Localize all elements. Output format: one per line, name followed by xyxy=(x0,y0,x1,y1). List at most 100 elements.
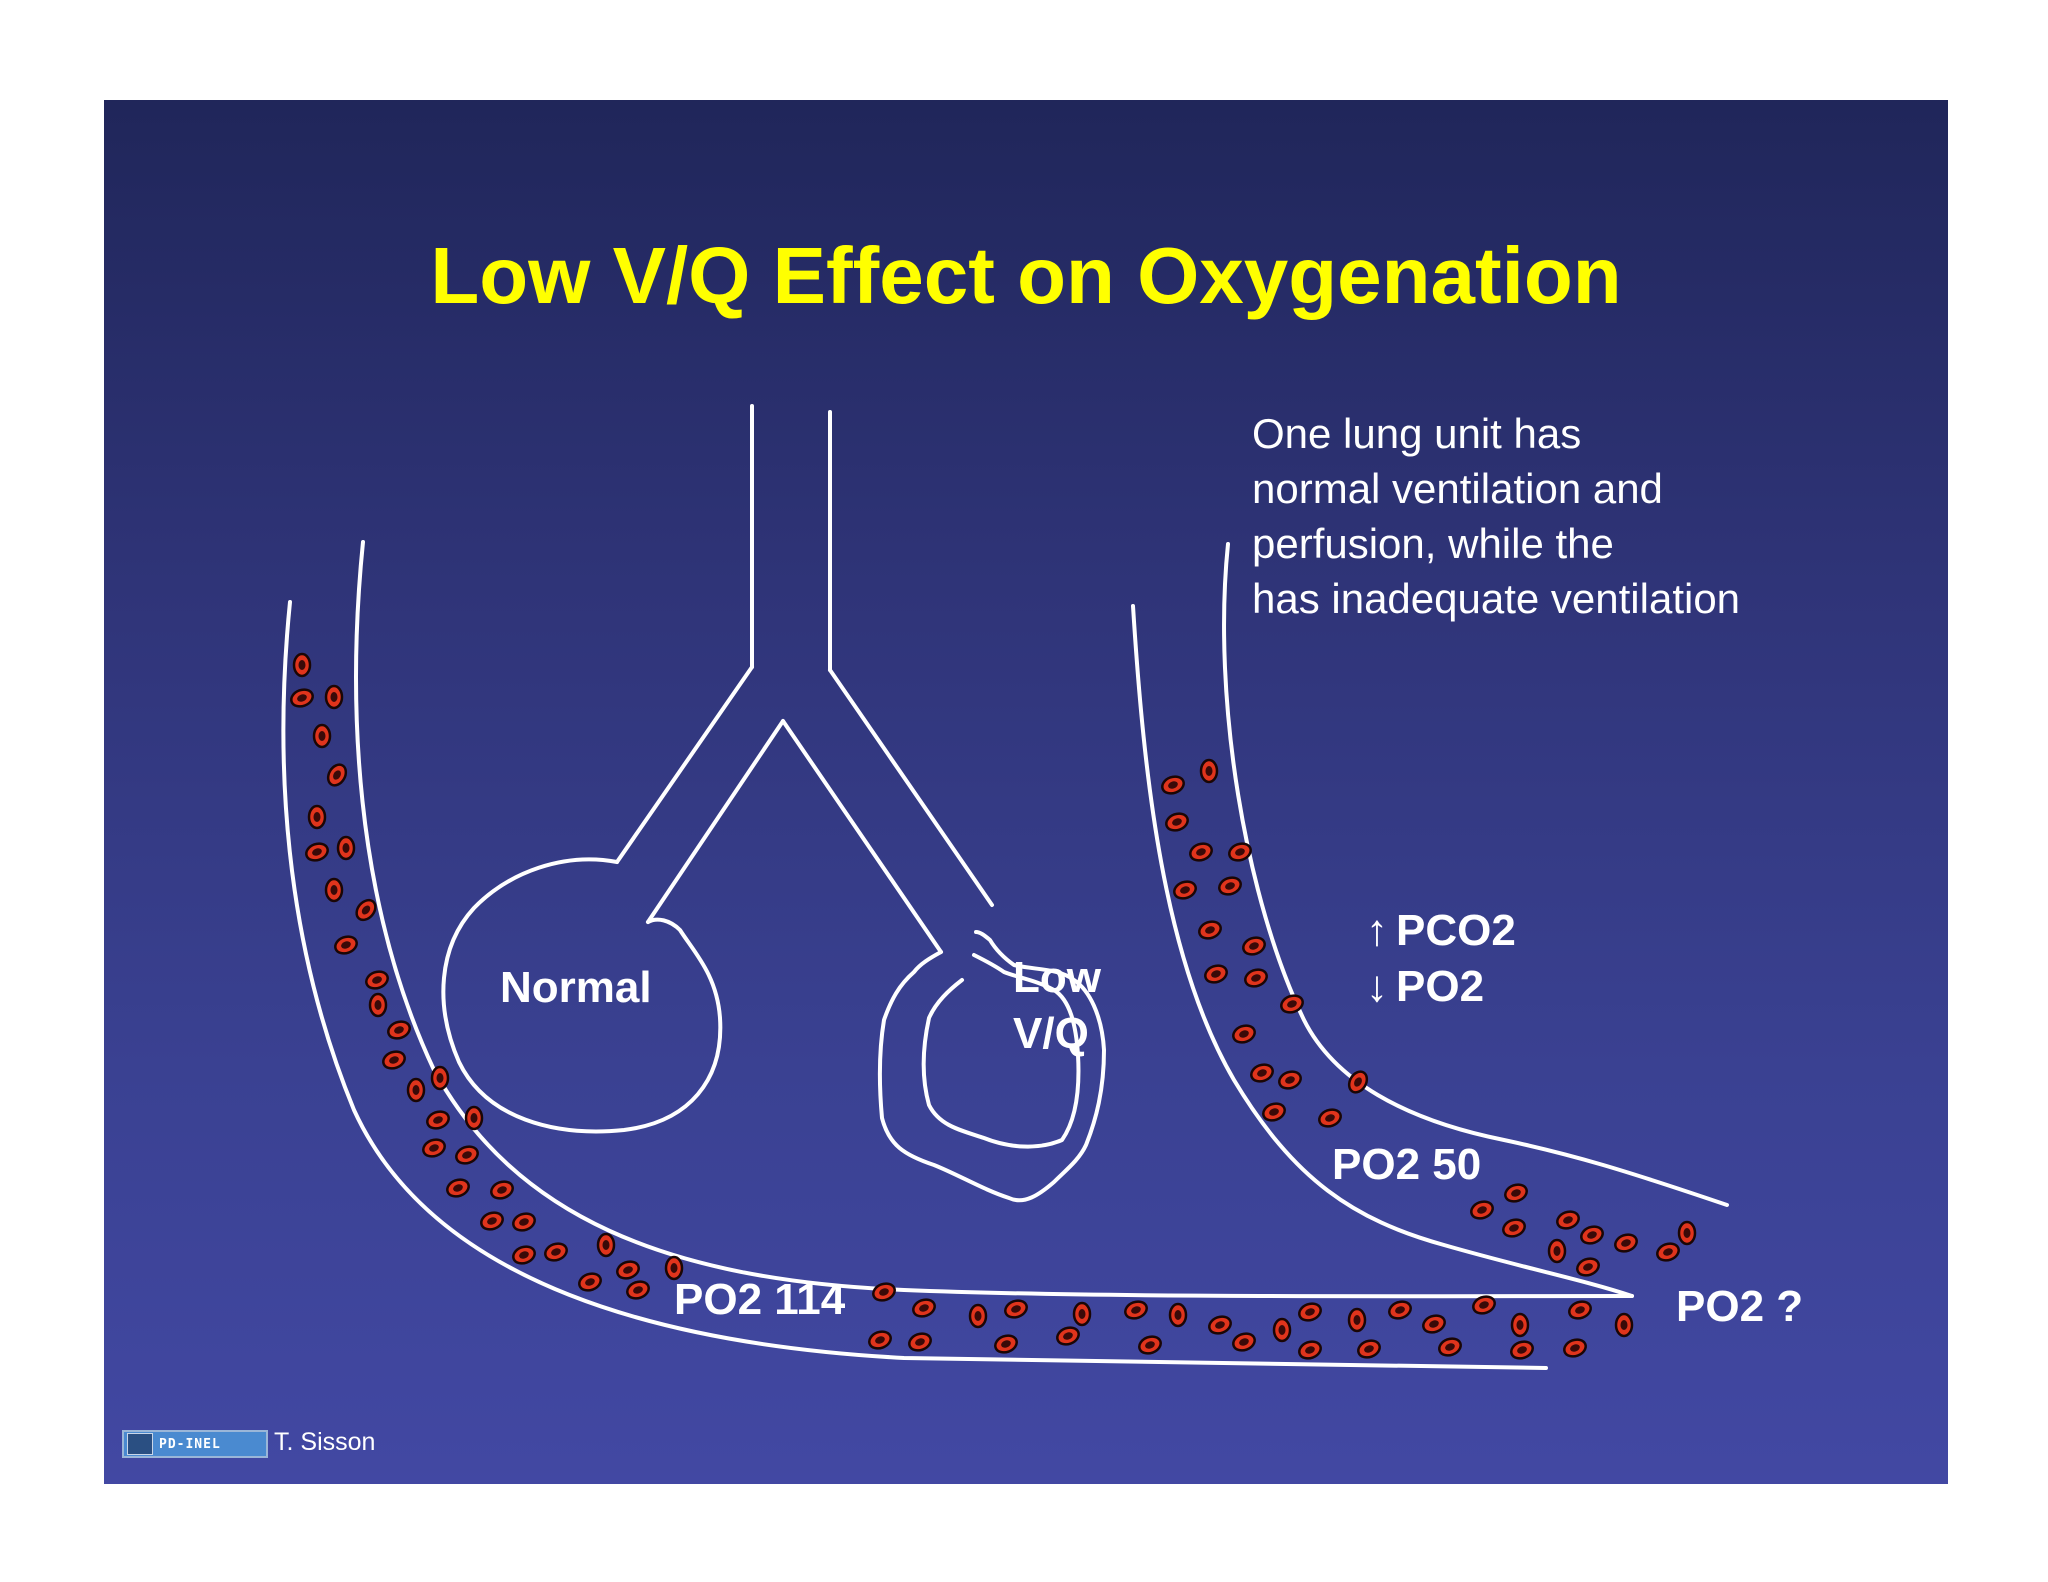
red-blood-cell xyxy=(1160,774,1186,797)
red-blood-cell xyxy=(1297,1339,1323,1362)
red-blood-cell xyxy=(1003,1298,1029,1321)
red-blood-cell xyxy=(1679,1222,1695,1244)
red-blood-cell xyxy=(1277,1069,1303,1092)
red-blood-cell xyxy=(1356,1338,1382,1361)
red-blood-cell xyxy=(511,1211,537,1234)
red-blood-cell xyxy=(1655,1241,1681,1264)
red-blood-cell xyxy=(993,1333,1019,1356)
down-arrow-icon: ↓ xyxy=(1366,962,1396,1012)
red-blood-cell xyxy=(1172,879,1198,902)
red-blood-cell xyxy=(1231,1331,1257,1354)
red-blood-cell xyxy=(907,1331,933,1354)
red-blood-cell xyxy=(625,1279,651,1302)
red-blood-cell xyxy=(304,841,330,864)
seal-icon xyxy=(127,1433,153,1455)
red-blood-cell xyxy=(1297,1301,1323,1324)
red-blood-cell xyxy=(314,725,330,747)
po2-indicator: ↓PO2 xyxy=(1366,962,1484,1012)
red-blood-cell xyxy=(1562,1337,1588,1360)
red-blood-cell xyxy=(511,1244,537,1267)
red-blood-cell xyxy=(1123,1299,1149,1322)
red-blood-cell xyxy=(353,896,379,923)
normal-alveolus-label: Normal xyxy=(500,963,652,1013)
red-blood-cell xyxy=(1164,811,1190,834)
red-blood-cell xyxy=(1387,1299,1413,1322)
red-blood-cell xyxy=(598,1234,614,1256)
red-blood-cell xyxy=(970,1305,986,1327)
red-blood-cell xyxy=(1512,1314,1528,1336)
po2-normal-label: PO2 114 xyxy=(674,1275,845,1325)
red-blood-cell xyxy=(1074,1303,1090,1325)
red-blood-cell xyxy=(489,1179,515,1202)
left-bronchus-outer xyxy=(617,667,752,862)
red-blood-cell xyxy=(1437,1336,1463,1359)
red-blood-cell xyxy=(425,1109,451,1132)
red-blood-cell xyxy=(1421,1313,1447,1336)
red-blood-cell xyxy=(1170,1304,1186,1326)
red-blood-cell xyxy=(1217,875,1243,898)
low-vq-label-line1: Low xyxy=(1013,953,1101,1003)
red-blood-cell xyxy=(421,1137,447,1160)
red-blood-cell xyxy=(1575,1256,1601,1279)
red-blood-cell xyxy=(1613,1232,1639,1255)
pco2-label: PCO2 xyxy=(1396,906,1516,955)
right-bronchus-outer xyxy=(830,670,992,905)
red-blood-cell xyxy=(1579,1224,1605,1247)
red-blood-cell xyxy=(1249,1062,1275,1085)
pdinel-logo: PD-INEL xyxy=(122,1430,268,1458)
low-vq-label-line2: V/Q xyxy=(1013,1009,1089,1059)
red-blood-cell xyxy=(454,1144,480,1167)
red-blood-cell xyxy=(1555,1209,1581,1232)
red-blood-cell xyxy=(294,654,310,676)
red-blood-cell xyxy=(1203,963,1229,986)
slide-title: Low V/Q Effect on Oxygenation xyxy=(104,230,1948,322)
po2-mixed-label: PO2 ? xyxy=(1676,1282,1803,1332)
red-blood-cell xyxy=(1549,1240,1565,1262)
red-blood-cell xyxy=(615,1259,641,1282)
description-line: One lung unit has xyxy=(1252,406,1740,461)
up-arrow-icon: ↑ xyxy=(1366,906,1396,956)
red-blood-cell xyxy=(577,1271,603,1294)
red-blood-cell xyxy=(1274,1319,1290,1341)
red-blood-cell xyxy=(445,1177,471,1200)
red-blood-cell xyxy=(911,1297,937,1320)
author-credit: T. Sisson xyxy=(274,1428,375,1457)
slide: Low V/Q Effect on Oxygenation One lung u… xyxy=(104,100,1948,1484)
red-blood-cell xyxy=(1503,1182,1529,1205)
right-bronchus-inner xyxy=(783,721,941,952)
red-blood-cell xyxy=(289,687,315,710)
red-blood-cell xyxy=(1261,1101,1287,1124)
red-blood-cell xyxy=(1231,1023,1257,1046)
red-blood-cell xyxy=(543,1241,569,1264)
red-blood-cell xyxy=(364,969,390,992)
red-blood-cell xyxy=(1317,1107,1343,1130)
red-blood-cell xyxy=(408,1079,424,1101)
po2-low-label: PO2 50 xyxy=(1332,1140,1481,1190)
red-blood-cell xyxy=(1346,1068,1371,1095)
red-blood-cell xyxy=(338,837,354,859)
red-blood-cell xyxy=(325,761,350,788)
red-blood-cell xyxy=(1567,1299,1593,1322)
red-blood-cell xyxy=(386,1019,412,1042)
red-blood-cell xyxy=(1616,1314,1632,1336)
description-line: normal ventilation and xyxy=(1252,461,1740,516)
description-line: has inadequate ventilation xyxy=(1252,571,1740,626)
red-blood-cell xyxy=(479,1210,505,1233)
normal-capillary-outer-wall xyxy=(283,602,1546,1368)
red-blood-cell xyxy=(432,1067,448,1089)
red-blood-cell xyxy=(370,994,386,1016)
airway-tree xyxy=(617,406,992,952)
red-blood-cell xyxy=(309,806,325,828)
red-blood-cell xyxy=(1188,841,1214,864)
description-text: One lung unit has normal ventilation and… xyxy=(1252,406,1740,626)
low-vq-capillary-right-wall xyxy=(1224,544,1727,1205)
left-bronchus-inner xyxy=(648,721,783,922)
logo-text: PD-INEL xyxy=(159,1437,221,1452)
pco2-indicator: ↑PCO2 xyxy=(1366,906,1516,956)
red-blood-cell xyxy=(1469,1199,1495,1222)
red-blood-cell xyxy=(1501,1217,1527,1240)
red-blood-cell xyxy=(1137,1334,1163,1357)
red-blood-cell xyxy=(1207,1314,1233,1337)
red-blood-cell xyxy=(867,1329,893,1352)
red-blood-cell xyxy=(1197,919,1223,942)
